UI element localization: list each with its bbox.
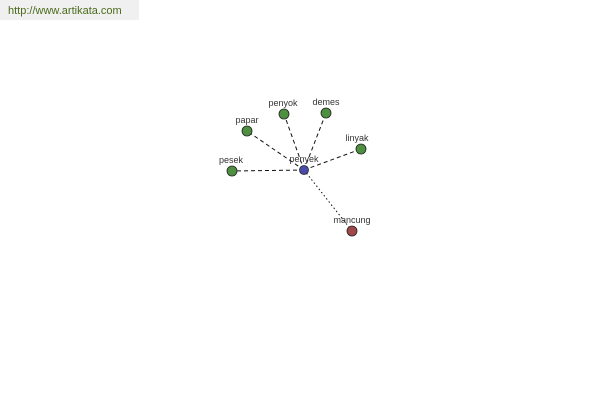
- edges-layer: [231, 112, 362, 232]
- labels-layer: penyek pesek papar penyok demes linyak mancung: [219, 97, 371, 225]
- node-papar[interactable]: [241, 125, 253, 137]
- node-pesek[interactable]: [226, 165, 238, 177]
- nodes-layer: [226, 107, 367, 237]
- node-demes[interactable]: [320, 107, 332, 119]
- node-penyok[interactable]: [278, 108, 290, 120]
- node-label-pesek[interactable]: pesek: [219, 155, 244, 165]
- node-label-penyok[interactable]: penyok: [268, 98, 298, 108]
- node-label-mancung[interactable]: mancung: [333, 215, 370, 225]
- site-url-link[interactable]: http://www.artikata.com: [0, 0, 139, 20]
- edge-penyek-linyak: [303, 148, 362, 171]
- node-mancung[interactable]: [346, 225, 358, 237]
- edge-penyek-penyok: [283, 113, 305, 171]
- node-linyak[interactable]: [355, 143, 367, 155]
- edge-penyek-pesek: [231, 169, 305, 172]
- node-label-penyek[interactable]: penyek: [289, 154, 319, 164]
- node-label-demes[interactable]: demes: [312, 97, 340, 107]
- edge-penyek-mancung: [303, 169, 353, 232]
- node-label-papar[interactable]: papar: [235, 115, 258, 125]
- edge-penyek-demes: [303, 112, 327, 171]
- node-penyek[interactable]: [299, 165, 309, 175]
- node-label-linyak[interactable]: linyak: [345, 133, 369, 143]
- edge-penyek-papar: [246, 130, 305, 171]
